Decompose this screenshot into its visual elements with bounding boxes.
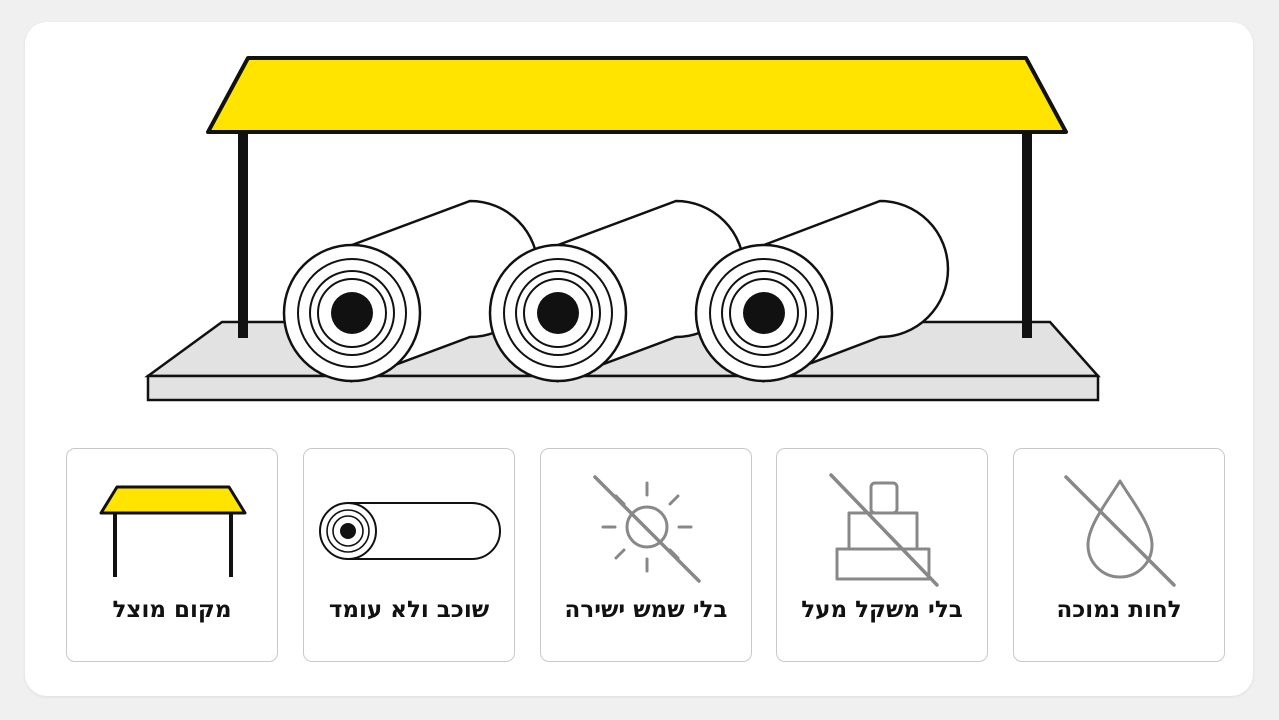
pipe-roll-lying-icon	[319, 502, 501, 560]
no-water-drop-icon	[1064, 475, 1176, 587]
pipe-roll	[694, 199, 950, 383]
tile-low-humidity: לחות נמוכה	[1013, 448, 1225, 662]
canopy-icon	[99, 485, 247, 577]
canopy-right-post	[1022, 130, 1032, 338]
canopy-roof	[206, 56, 1068, 134]
pipe-roll	[282, 199, 540, 383]
no-weight-icon	[829, 473, 939, 587]
canopy-left-post	[238, 130, 248, 338]
tile-label: בלי שמש ישירה	[564, 597, 728, 623]
tile-lying-not-standing: שוכב ולא עומד	[303, 448, 515, 662]
no-sun-icon	[593, 475, 701, 583]
tile-no-weight-on-top: בלי משקל מעל	[776, 448, 988, 662]
storage-scene-illustration	[144, 56, 1101, 402]
tile-label: בלי משקל מעל	[801, 597, 963, 623]
tile-no-direct-sun: בלי שמש ישירה	[540, 448, 752, 662]
tile-label: שוכב ולא עומד	[328, 597, 490, 623]
tile-label: מקום מוצל	[112, 597, 232, 623]
tile-label: לחות נמוכה	[1056, 597, 1182, 623]
tile-shaded-place: מקום מוצל	[66, 448, 278, 662]
